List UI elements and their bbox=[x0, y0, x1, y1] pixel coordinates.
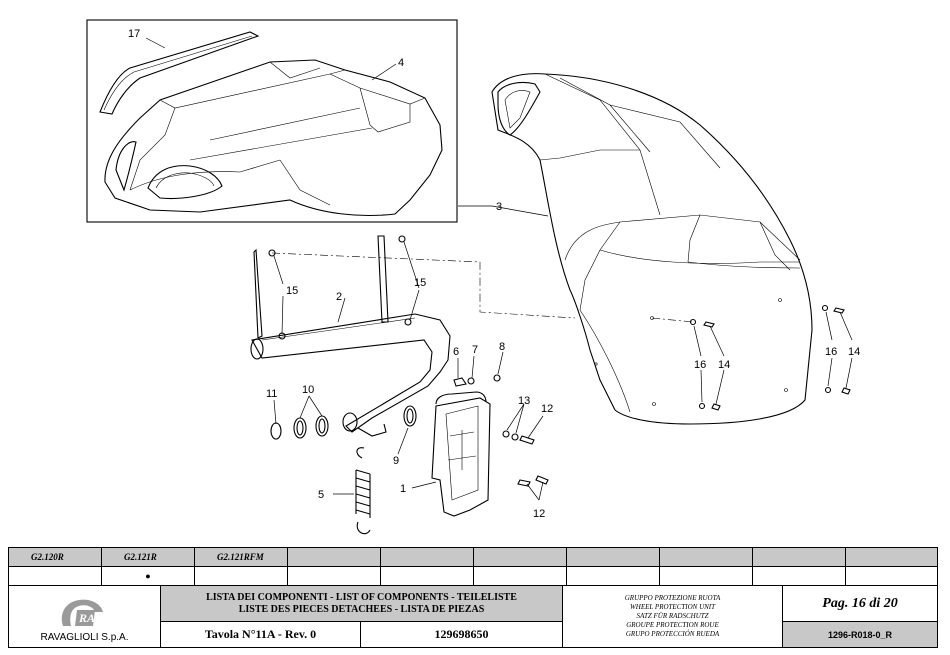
model-header-empty bbox=[660, 548, 753, 567]
model-header-empty bbox=[846, 548, 937, 567]
list-title-line2: LISTE DES PIECES DETACHEES - LISTA DE PI… bbox=[238, 603, 485, 615]
callout-17: 17 bbox=[128, 28, 140, 40]
model-mark-empty bbox=[567, 567, 660, 586]
document-code: 1296-R018-0_R bbox=[783, 622, 937, 647]
callout-13: 13 bbox=[518, 395, 530, 407]
callout-10: 10 bbox=[302, 384, 314, 396]
callout-16a: 16 bbox=[694, 359, 706, 371]
tavola-number: Tavola N°11A - Rev. 0 bbox=[161, 622, 361, 647]
model-header-empty bbox=[567, 548, 660, 567]
part-2-bracket bbox=[250, 235, 451, 437]
part-4-inset-guard bbox=[104, 59, 443, 216]
leader-lines bbox=[145, 37, 853, 501]
logo-cell: RAV RAVAGLIOLI S.p.A. bbox=[9, 586, 161, 647]
model-header-empty bbox=[474, 548, 567, 567]
model-header-1: G2.120R bbox=[9, 548, 102, 567]
model-header-empty bbox=[753, 548, 846, 567]
model-mark-empty bbox=[846, 567, 937, 586]
callout-4: 4 bbox=[398, 57, 404, 69]
fasteners bbox=[453, 304, 851, 487]
callout-12a: 12 bbox=[541, 403, 553, 415]
group-name-de: SATZ FÜR RADSCHUTZ bbox=[636, 612, 709, 620]
detail-inset-frame bbox=[86, 19, 458, 223]
list-title: LISTA DEI COMPONENTI - LIST OF COMPONENT… bbox=[161, 586, 563, 622]
group-names: GRUPPO PROTEZIONE RUOTA WHEEL PROTECTION… bbox=[563, 586, 783, 647]
assembly-lines bbox=[271, 252, 694, 323]
callout-8: 8 bbox=[499, 341, 505, 353]
callout-6: 6 bbox=[453, 346, 459, 358]
callout-15a: 15 bbox=[286, 285, 298, 297]
model-header-3: G2.121RFM bbox=[195, 548, 288, 567]
model-mark-empty bbox=[381, 567, 474, 586]
group-name-en: WHEEL PROTECTION UNIT bbox=[629, 603, 716, 611]
part-17-strip bbox=[99, 31, 260, 115]
model-mark-2: ● bbox=[102, 567, 195, 586]
exploded-view-drawing: 17 4 3 2 15 15 6 7 8 11 10 9 5 1 13 12 1… bbox=[86, 19, 860, 535]
callout-14b: 14 bbox=[848, 346, 860, 358]
page-number: Pag. 16 di 20 bbox=[783, 586, 937, 622]
model-header-2: G2.121R bbox=[102, 548, 195, 567]
model-mark-empty bbox=[753, 567, 846, 586]
callout-15b: 15 bbox=[414, 277, 426, 289]
part-5-spring bbox=[355, 447, 371, 535]
group-name-es: GRUPO PROTECCIÓN RUEDA bbox=[625, 630, 720, 638]
callout-12b: 12 bbox=[533, 508, 545, 520]
callout-14a: 14 bbox=[718, 359, 730, 371]
model-header-empty bbox=[381, 548, 474, 567]
list-title-line1: LISTA DEI COMPONENTI - LIST OF COMPONENT… bbox=[206, 591, 517, 603]
callout-11: 11 bbox=[266, 388, 277, 400]
company-name: RAVAGLIOLI S.p.A. bbox=[40, 632, 129, 643]
ravaglioli-logo: RAV bbox=[61, 599, 103, 626]
title-block: G2.120R G2.121R G2.121RFM ● RAV RAVAGLIO… bbox=[8, 547, 938, 648]
model-mark-1 bbox=[9, 567, 102, 586]
callout-3: 3 bbox=[496, 201, 502, 213]
callout-2: 2 bbox=[336, 291, 342, 303]
callout-5: 5 bbox=[318, 489, 324, 501]
model-mark-empty bbox=[474, 567, 567, 586]
logo-text: RAV bbox=[78, 611, 103, 625]
part-1-plate bbox=[431, 391, 491, 517]
model-header-empty bbox=[288, 548, 381, 567]
model-mark-3 bbox=[195, 567, 288, 586]
model-mark-empty bbox=[660, 567, 753, 586]
callout-9: 9 bbox=[393, 455, 399, 467]
assembly-part-number: 129698650 bbox=[361, 622, 563, 647]
callout-7: 7 bbox=[472, 344, 478, 356]
group-name-it: GRUPPO PROTEZIONE RUOTA bbox=[624, 594, 721, 602]
callout-1: 1 bbox=[400, 483, 406, 495]
model-mark-empty bbox=[288, 567, 381, 586]
callout-16b: 16 bbox=[825, 346, 837, 358]
part-3-wheel-guard bbox=[491, 73, 813, 425]
group-name-fr: GROUPE PROTECTION ROUE bbox=[626, 621, 719, 629]
